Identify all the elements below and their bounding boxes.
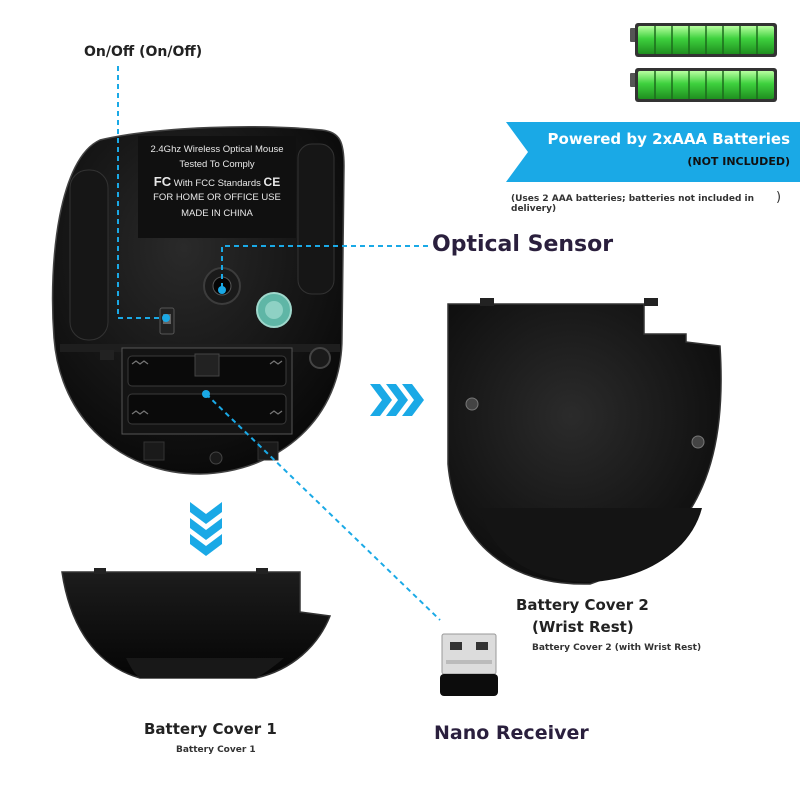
- sticker-line1: 2.4Ghz Wireless Optical Mouse: [150, 144, 284, 155]
- battery-cover-1: [61, 568, 332, 679]
- battery-icons: [630, 23, 777, 102]
- chevron-right-icon: [370, 384, 424, 416]
- ce-mark: CE: [263, 175, 281, 189]
- banner-subtitle: (NOT INCLUDED): [687, 155, 790, 168]
- banner-note-tail: ): [776, 190, 782, 205]
- receiver-callout: [205, 393, 441, 621]
- fcc-mark: FC: [153, 174, 172, 189]
- battery-cover-2: [447, 298, 722, 585]
- nano-receiver: [440, 633, 498, 696]
- optical-sensor-label: Optical Sensor: [432, 232, 614, 257]
- on-off-label: On/Off (On/Off): [84, 44, 203, 60]
- banner-title: Powered by 2xAAA Batteries: [547, 130, 790, 148]
- banner-note: (Uses 2 AAA batteries; batteries not inc…: [511, 194, 755, 214]
- battery-cover-2-title-2: (Wrist Rest): [532, 618, 634, 636]
- sticker-line3: With FCC Standards: [173, 178, 261, 189]
- sticker-line4: FOR HOME OR OFFICE USE: [153, 192, 281, 203]
- battery-cover-2-sub: Battery Cover 2 (with Wrist Rest): [532, 643, 702, 653]
- battery-banner: Powered by 2xAAA Batteries (NOT INCLUDED…: [506, 122, 800, 182]
- battery-cover-2-title-1: Battery Cover 2: [516, 596, 649, 614]
- sticker-line5: MADE IN CHINA: [181, 208, 253, 219]
- battery-cover-1-title: Battery Cover 1: [144, 720, 277, 738]
- battery-icon-1: [630, 23, 777, 57]
- chevron-down-icon: [190, 502, 222, 556]
- battery-cover-1-sub: Battery Cover 1: [176, 745, 256, 755]
- battery-icon-2: [630, 68, 777, 102]
- nano-receiver-label: Nano Receiver: [434, 722, 589, 744]
- on-off-callout: [117, 66, 166, 319]
- sensor-callout: [221, 245, 430, 288]
- regulatory-sticker: 2.4Ghz Wireless Optical Mouse Tested To …: [138, 136, 296, 238]
- sticker-line2: Tested To Comply: [179, 159, 255, 170]
